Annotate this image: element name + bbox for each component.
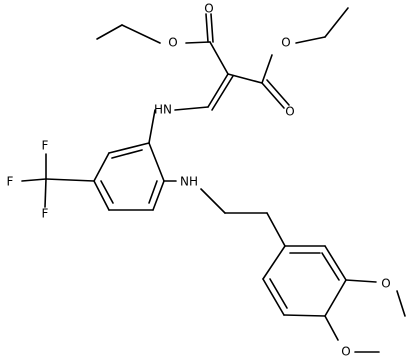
bond: [261, 82, 285, 109]
bond: [261, 54, 273, 84]
bond: [96, 24, 123, 40]
bond: [295, 36, 326, 44]
bond: [324, 279, 347, 317]
bond: [21, 178, 47, 182]
atom-label-fluorine: F: [7, 175, 14, 189]
bonds: [21, 7, 406, 353]
atom-label-oxygen: O: [204, 2, 213, 16]
atom-label-oxygen: O: [381, 277, 390, 291]
atom-label-fluorine: F: [42, 139, 49, 153]
bond: [211, 75, 234, 111]
atom-label-amine: NH: [180, 175, 198, 189]
bond: [324, 7, 349, 38]
bond: [152, 180, 165, 211]
atom-label-oxygen: O: [168, 36, 177, 50]
atom-labels: O O O O HN NH F F F O O: [7, 2, 391, 359]
bond: [148, 142, 165, 182]
bond: [93, 152, 110, 182]
bond: [396, 290, 406, 317]
bond: [45, 178, 95, 182]
bond: [148, 109, 156, 144]
bond: [262, 245, 286, 280]
bond: [227, 73, 263, 84]
atom-label-oxygen: O: [281, 36, 290, 50]
bond: [262, 278, 285, 316]
bond: [200, 188, 226, 214]
bond: [108, 142, 150, 154]
atom-label-oxygen: O: [285, 105, 294, 119]
bond: [121, 24, 161, 44]
bond: [205, 13, 209, 43]
bond: [207, 73, 229, 108]
bond: [185, 41, 211, 44]
bond: [266, 79, 290, 106]
bond: [345, 279, 377, 283]
bond: [174, 106, 209, 111]
bond: [111, 149, 143, 159]
bond: [324, 245, 347, 281]
bond: [93, 180, 110, 211]
bond: [324, 315, 339, 341]
bond: [209, 41, 229, 75]
bond: [283, 314, 326, 317]
bond: [321, 252, 340, 281]
bond: [148, 180, 158, 204]
atom-label-fluorine: F: [42, 207, 49, 221]
bond: [269, 278, 288, 309]
atom-label-amine: HN: [154, 103, 172, 117]
bond: [266, 212, 286, 247]
atom-label-oxygen: O: [341, 345, 350, 359]
bond: [210, 13, 214, 43]
bond: [44, 178, 47, 208]
bond: [100, 180, 114, 204]
